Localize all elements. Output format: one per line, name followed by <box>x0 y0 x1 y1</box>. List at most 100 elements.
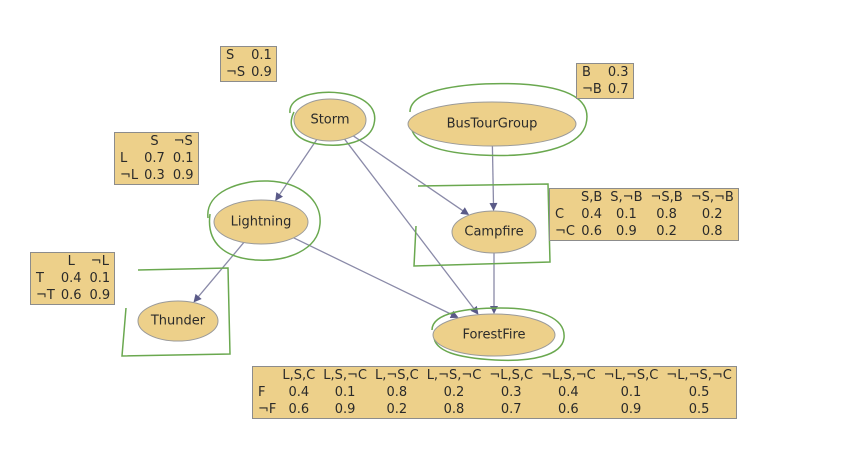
node-campfire <box>451 210 537 254</box>
cpt-value-cell: 0.3 <box>500 385 522 400</box>
cpt-row: ¬L 0.3 0.9 <box>115 167 198 184</box>
cpt-header-row: L ¬L <box>31 253 114 270</box>
cpt-header-cell: S,¬B <box>610 190 643 205</box>
cpt-value-cell: 0.2 <box>443 385 465 400</box>
thunder-box-annotation <box>121 267 231 357</box>
cpt-value-cell: 0.9 <box>172 168 194 183</box>
cpt-header-cell: L,S,¬C <box>323 368 367 383</box>
cpt-header-cell: ¬L,S,¬C <box>541 368 596 383</box>
cpt-header-row: S ¬S <box>115 133 198 150</box>
node-lightning <box>213 199 309 245</box>
cpt-header-cell: ¬L <box>90 254 109 269</box>
cpt-value-cell: 0.8 <box>443 402 465 417</box>
cpt-value-cell: 0.5 <box>688 402 710 417</box>
cpt-row-label: L <box>120 151 128 166</box>
node-campfire-label: Campfire <box>464 224 524 240</box>
cpt-value-cell: 0.6 <box>288 402 310 417</box>
nodes-layer <box>137 98 577 357</box>
cpt-row: L 0.7 0.1 <box>115 150 198 167</box>
cpt-value-cell: 0.1 <box>251 48 272 63</box>
edge-arrowhead-campfire-to-forestfire <box>490 306 498 314</box>
cpt-value-cell: 0.7 <box>607 82 629 97</box>
cpt-row: F 0.4 0.1 0.8 0.2 0.3 0.4 0.1 0.5 <box>253 384 736 401</box>
edge-lightning-to-thunder <box>196 242 245 299</box>
node-bustourgroup-label: BusTourGroup <box>446 116 538 132</box>
cpt-header-cell: ¬S <box>173 134 193 149</box>
cpt-value-cell: 0.4 <box>581 207 602 222</box>
cpt-value-cell: 0.8 <box>386 385 408 400</box>
cpt-value-cell: 0.1 <box>89 271 111 286</box>
edge-arrowhead-bustour-to-campfire <box>489 202 498 212</box>
cpt-header-cell: L,S,C <box>282 368 316 383</box>
cpt-row-label: F <box>258 385 266 400</box>
cpt-row-label: S <box>226 48 235 63</box>
cpt-row-label: B <box>582 65 591 80</box>
cpt-header-cell <box>31 253 57 270</box>
cpt-header-cell: ¬L,¬S,C <box>603 368 659 383</box>
node-storm <box>293 98 367 142</box>
cpt-row: T 0.4 0.1 <box>31 270 114 287</box>
node-forestfire-label: ForestFire <box>462 327 526 343</box>
edge-storm-to-lightning <box>278 139 318 197</box>
edge-storm-to-forestfire <box>344 138 476 311</box>
cpt-header-cell: ¬L,¬S,¬C <box>666 368 732 383</box>
cpt-value-cell: 0.1 <box>620 385 642 400</box>
cpt-value-cell: 0.6 <box>60 288 82 303</box>
cpt-value-cell: 0.1 <box>334 385 356 400</box>
edge-lightning-to-forestfire <box>293 237 454 316</box>
cpt-value-cell: 0.9 <box>334 402 356 417</box>
cpt-row-label: ¬C <box>555 224 575 239</box>
cpt-value-cell: 0.6 <box>581 224 602 239</box>
cpt-value-cell: 0.3 <box>144 168 165 183</box>
node-storm-label: Storm <box>310 112 350 128</box>
cpt-row-label: T <box>36 271 44 286</box>
lightning-circle-annotation <box>207 180 321 261</box>
cpt-header-cell: ¬L,S,C <box>489 368 534 383</box>
cpt-row-label: C <box>555 207 565 222</box>
node-forestfire <box>432 313 556 357</box>
cpt-row: B 0.3 <box>577 64 633 81</box>
cpt-value-cell: 0.5 <box>688 385 710 400</box>
cpt-value-cell: 0.3 <box>607 65 629 80</box>
cpt-value-cell: 0.4 <box>558 385 579 400</box>
edge-arrowhead-storm-to-campfire <box>460 207 470 216</box>
edge-arrowhead-lightning-to-forestfire <box>449 310 459 318</box>
edge-arrowhead-lightning-to-thunder <box>193 293 202 303</box>
storm-circle-annotation <box>289 91 376 146</box>
node-thunder <box>137 300 219 342</box>
cpt-value-cell: 0.1 <box>172 151 194 166</box>
cpt-value-cell: 0.2 <box>386 402 408 417</box>
bustour-circle-annotation <box>409 82 588 157</box>
cpt-value-cell: 0.7 <box>144 151 165 166</box>
cpt-header-cell: L <box>67 254 75 269</box>
cpt-value-cell: 0.2 <box>656 224 677 239</box>
cpt-value-cell: 0.9 <box>620 402 642 417</box>
cpt-value-cell: 0.8 <box>656 207 677 222</box>
edge-storm-to-campfire <box>353 135 465 213</box>
cpt-row: S 0.1 <box>221 47 276 64</box>
cpt-value-cell: 0.6 <box>558 402 579 417</box>
cpt-value-cell: 0.4 <box>60 271 82 286</box>
node-bustour <box>407 101 577 147</box>
cpt-value-cell: 0.4 <box>288 385 310 400</box>
cpt-value-cell: 0.8 <box>701 224 723 239</box>
cpt-header-cell: ¬S,¬B <box>690 190 734 205</box>
cpt-header-cell: L,¬S,C <box>374 368 419 383</box>
cpt-row-label: ¬T <box>36 288 55 303</box>
cpt-header-cell: S <box>150 134 159 149</box>
cpt-value-cell: 0.7 <box>500 402 522 417</box>
cpt-row-label: ¬L <box>120 168 139 183</box>
edge-arrowhead-storm-to-forestfire <box>470 305 479 315</box>
